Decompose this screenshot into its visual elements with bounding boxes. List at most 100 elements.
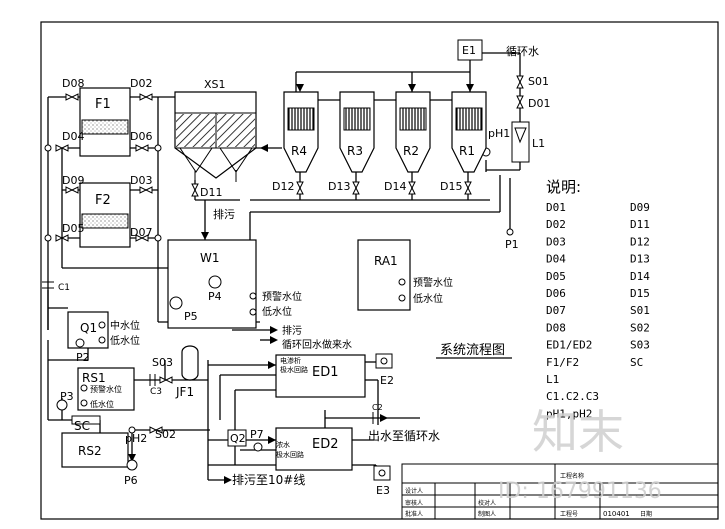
label-d12: D12	[272, 180, 294, 193]
drawing-frame	[40, 21, 719, 520]
legend-item: S02	[630, 321, 650, 334]
label-q2: Q2	[230, 432, 246, 445]
tb-r3: 批准人	[405, 510, 423, 518]
e1-box	[457, 39, 483, 61]
label-d05: D05	[62, 222, 84, 235]
legend-item: D05	[546, 270, 566, 283]
label-circ-water: 循环水	[506, 45, 539, 58]
q2-box	[227, 429, 247, 447]
p7-pump-icon	[253, 442, 263, 452]
level-sensor-icon	[249, 292, 257, 300]
jf1-vessel	[181, 345, 199, 381]
label-e2: E2	[380, 374, 394, 387]
label-d15: D15	[440, 180, 462, 193]
label-ed1-b: 极水回路	[280, 365, 308, 374]
label-c2: C2	[372, 403, 383, 412]
equipment-labels: E1 循环水 S01 D01 pH1 L1 D08 D02 F1 XS1 D04…	[58, 44, 550, 497]
sc-box	[71, 415, 101, 425]
label-rs1-low: 低水位	[90, 399, 114, 409]
label-p5: P5	[184, 310, 198, 323]
legend-item: S01	[630, 304, 650, 317]
p2-pump-icon	[75, 338, 85, 348]
f2-media	[81, 213, 129, 229]
legend-item: D06	[546, 287, 566, 300]
watermark-logo: 知末	[532, 405, 624, 459]
label-p2: P2	[76, 351, 90, 364]
label-ed1: ED1	[312, 365, 339, 380]
tb-c1: 校对人	[478, 499, 496, 507]
legend-item: D11	[630, 218, 650, 231]
legend-item: D13	[630, 253, 650, 266]
legend-item: C1.C2.C3	[546, 390, 599, 403]
label-ra1-warn: 预警水位	[413, 276, 453, 289]
label-r1: R1	[459, 144, 475, 158]
valve-circles	[44, 144, 514, 434]
label-q1-mid: 中水位	[110, 319, 140, 332]
watermark: 知末 ID: 167991136	[498, 405, 662, 504]
label-w1: W1	[200, 251, 220, 265]
tb-r1: 设计人	[405, 487, 423, 495]
level-sensor-icon	[80, 384, 88, 392]
label-xs1: XS1	[204, 78, 226, 91]
label-ed2: ED2	[312, 437, 339, 452]
legend-left-column: D01D02D03D04D05D06D07D08ED1/ED2F1/F2L1C1…	[546, 201, 599, 420]
label-jf1: JF1	[175, 385, 194, 399]
watermark-id: ID: 167991136	[498, 479, 662, 504]
tb-drawing-no: 010401	[603, 510, 630, 518]
f1-media	[81, 119, 129, 135]
legend-item: D02	[546, 218, 566, 231]
label-l1: L1	[532, 137, 545, 150]
label-r2: R2	[403, 144, 419, 158]
tb-r2: 审核人	[405, 499, 423, 507]
label-d09: D09	[62, 174, 84, 187]
label-r4: R4	[291, 144, 307, 158]
label-s02: S02	[155, 428, 176, 441]
label-p4: P4	[208, 290, 222, 303]
legend-item: D01	[546, 201, 566, 214]
valves	[55, 75, 524, 434]
legend-item: L1	[546, 373, 559, 386]
label-d13: D13	[328, 180, 350, 193]
legend-item: ED1/ED2	[546, 339, 592, 352]
ed1-unit	[275, 354, 366, 398]
legend-item: D12	[630, 235, 650, 248]
label-w1-warn: 预警水位	[262, 290, 302, 303]
label-d07: D07	[130, 226, 152, 239]
label-ed1-a: 电渗析	[280, 356, 301, 365]
level-sensor-icon	[98, 321, 106, 329]
legend-title: 说明:	[546, 178, 581, 196]
label-q1-low: 低水位	[110, 334, 140, 347]
label-d08: D08	[62, 77, 84, 90]
legend-item: D09	[630, 201, 650, 214]
label-rs2: RS2	[78, 444, 102, 458]
reactor-r4	[283, 91, 319, 173]
tb-c2: 制图人	[478, 510, 496, 518]
label-f2: F2	[95, 193, 111, 208]
label-w1-low: 低水位	[262, 305, 292, 318]
label-drain: 排污	[213, 207, 235, 221]
label-d11: D11	[200, 186, 222, 199]
label-sc: SC	[74, 419, 90, 433]
label-drain2: 排污	[282, 324, 302, 337]
label-d03: D03	[130, 174, 152, 187]
p4-pump-icon	[208, 275, 222, 289]
label-d14: D14	[384, 180, 406, 193]
level-sensor-icon	[398, 278, 406, 286]
label-p7: P7	[250, 428, 264, 441]
label-p3: P3	[60, 390, 74, 403]
label-return-water: 循环回水做来水	[282, 338, 352, 351]
label-ra1: RA1	[374, 254, 398, 268]
c3-check-valve-icon	[149, 374, 156, 386]
label-s03: S03	[152, 356, 173, 369]
label-d06: D06	[130, 130, 152, 143]
level-sensor-icon	[398, 294, 406, 302]
label-ed2-b: 极水回路	[276, 450, 304, 459]
label-r3: R3	[347, 144, 363, 158]
legend-item: D07	[546, 304, 566, 317]
legend-item: D04	[546, 253, 566, 266]
legend-item: SC	[630, 356, 643, 369]
label-rs1-warn: 预警水位	[90, 384, 122, 394]
title-block: 设计人 审核人 批准人 校对人 制图人 工程名称 工程号 010401 日期	[401, 463, 719, 520]
